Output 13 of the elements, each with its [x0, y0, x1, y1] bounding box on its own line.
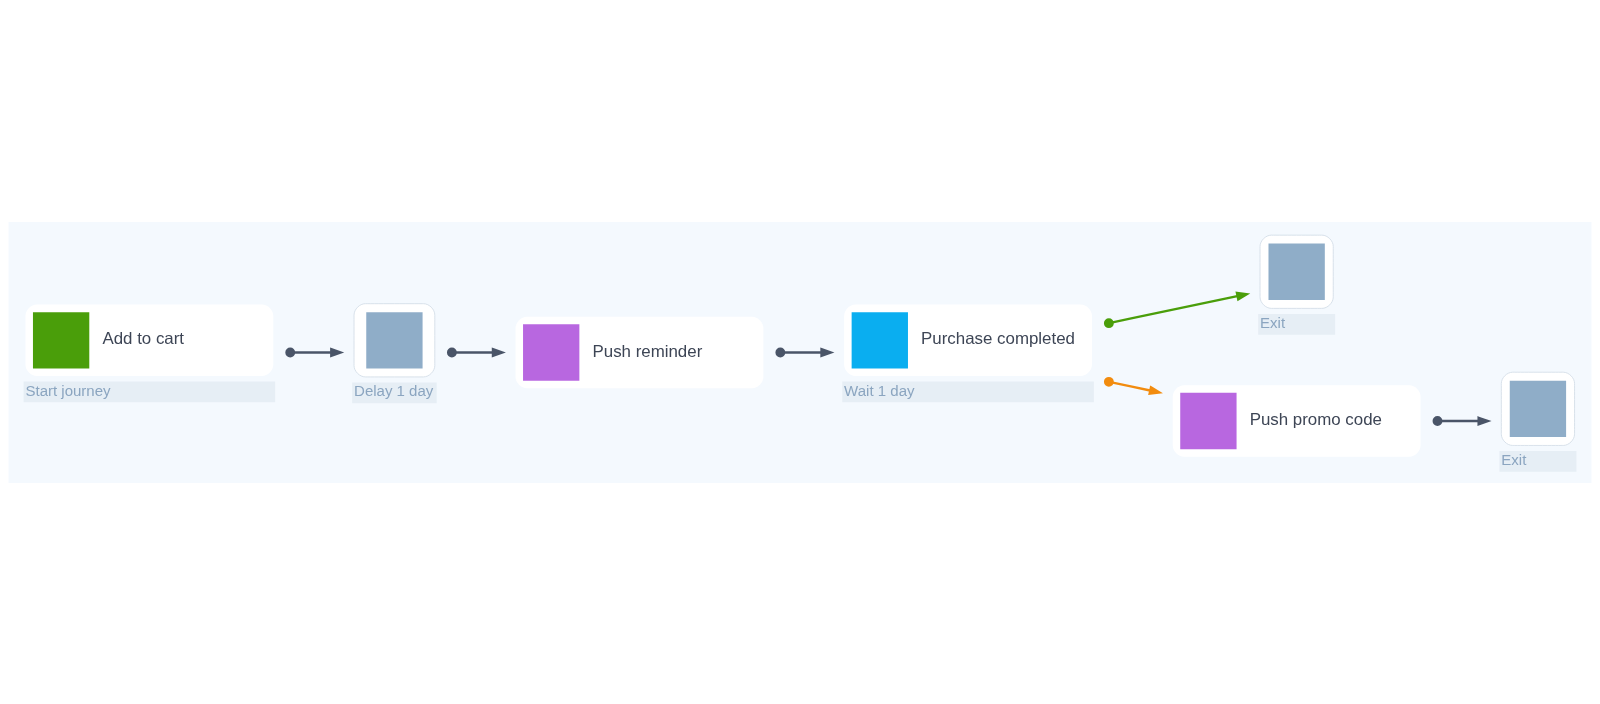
arrow: [1432, 415, 1492, 426]
node-label: Exit: [1501, 450, 1527, 468]
arrow: [446, 347, 506, 357]
node-label: Start journey: [25, 381, 111, 398]
arrow: [285, 347, 345, 357]
node-box: Push promo code: [1172, 384, 1421, 457]
arrow: [1103, 376, 1163, 395]
arrow: [1103, 291, 1251, 328]
node-label: Delay 1 day: [354, 381, 434, 399]
node-label: Wait 1 day: [844, 381, 915, 398]
node-label: Exit: [1260, 313, 1286, 331]
arrow: [775, 347, 835, 357]
node-box: Push reminder: [515, 316, 764, 388]
